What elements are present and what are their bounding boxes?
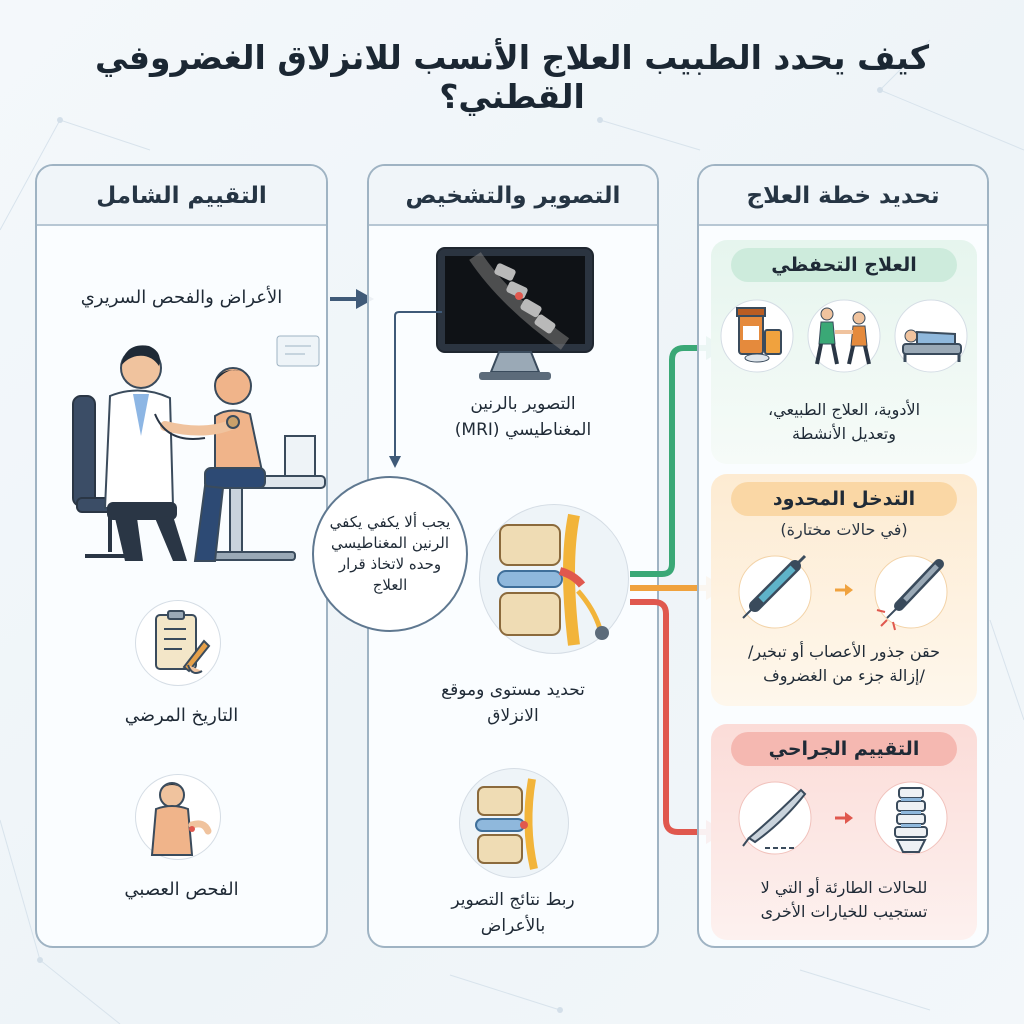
neuro-label: الفحص العصبي bbox=[124, 879, 239, 900]
correlation-icon-circle bbox=[459, 768, 569, 878]
limited-icons bbox=[738, 554, 948, 631]
history-label: التاريخ المرضي bbox=[124, 705, 239, 726]
level-label-line1: تحديد مستوى وموقع bbox=[441, 680, 585, 700]
scalpel-icon bbox=[738, 781, 812, 855]
history-icon-circle bbox=[135, 600, 221, 686]
surgical-desc-line2: تستجيب للخيارات الأخرى bbox=[760, 902, 928, 921]
limited-section: التدخل المحدود (في حالات مختارة) حقن جذو… bbox=[711, 474, 977, 706]
treatment-panel-header: تحديد خطة العلاج bbox=[699, 166, 987, 226]
medication-icon bbox=[720, 299, 794, 373]
spine-icon bbox=[874, 781, 948, 855]
symptoms-label: الأعراض والفحص السريري bbox=[80, 287, 283, 308]
spine-correlation-icon bbox=[475, 778, 538, 870]
correlate-label-line2: بالأعراض bbox=[480, 916, 546, 936]
neuro-exam-icon bbox=[150, 782, 212, 856]
imaging-panel-header: التصوير والتشخيص bbox=[369, 166, 657, 226]
physiotherapy-icon bbox=[807, 299, 881, 373]
conservative-section: العلاج التحفظي bbox=[711, 240, 977, 464]
conservative-title: العلاج التحفظي bbox=[731, 248, 957, 282]
correlate-label-line1: ربط نتائج التصوير bbox=[451, 890, 575, 910]
herniated-disc-icon bbox=[497, 513, 609, 646]
surgical-icons bbox=[738, 781, 948, 855]
clipboard-icon bbox=[155, 610, 211, 674]
limited-desc-line2: /إزالة جزء من الغضروف bbox=[763, 666, 925, 685]
level-label-line2: الانزلاق bbox=[487, 706, 539, 726]
conservative-icons bbox=[720, 299, 968, 373]
doctor-stethoscope-icon bbox=[72, 335, 326, 562]
treatment-panel: تحديد خطة العلاج العلاج التحفظي bbox=[697, 164, 989, 948]
connector-mri-to-note-icon bbox=[389, 311, 442, 468]
mri-caution-note: يجب ألا يكفي يكفي الرنين المغناطيسي وحده… bbox=[312, 476, 468, 632]
rest-icon bbox=[894, 299, 968, 373]
assessment-panel: التقييم الشامل الأعراض والفحص السريري bbox=[35, 164, 328, 948]
conservative-desc-line2: وتعديل الأنشطة bbox=[792, 424, 896, 443]
surgical-section: التقييم الجراحي للحالات الطارئة أو التي … bbox=[711, 724, 977, 940]
limited-title: التدخل المحدود bbox=[731, 482, 957, 516]
arrow-assessment-to-imaging-icon bbox=[330, 289, 374, 309]
ablation-probe-icon bbox=[874, 555, 948, 631]
surgical-title: التقييم الجراحي bbox=[731, 732, 957, 766]
mri-label-line2: المغناطيسي (MRI) bbox=[454, 420, 592, 440]
neuro-icon-circle bbox=[135, 774, 221, 860]
limited-desc-line1: حقن جذور الأعصاب أو تبخير/ bbox=[747, 642, 940, 661]
disc-icon-circle bbox=[479, 504, 629, 654]
page-title: كيف يحدد الطبيب العلاج الأنسب للانزلاق ا… bbox=[94, 38, 930, 116]
surgical-desc-line1: للحالات الطارئة أو التي لا bbox=[760, 878, 928, 897]
mri-label-line1: التصوير بالرنين bbox=[470, 394, 576, 414]
assessment-panel-header: التقييم الشامل bbox=[37, 166, 326, 226]
syringe-icon bbox=[738, 554, 812, 629]
conservative-desc-line1: الأدوية، العلاج الطبيعي، bbox=[767, 400, 921, 419]
limited-subtitle: (في حالات مختارة) bbox=[780, 520, 908, 539]
mri-monitor-icon bbox=[436, 247, 594, 380]
